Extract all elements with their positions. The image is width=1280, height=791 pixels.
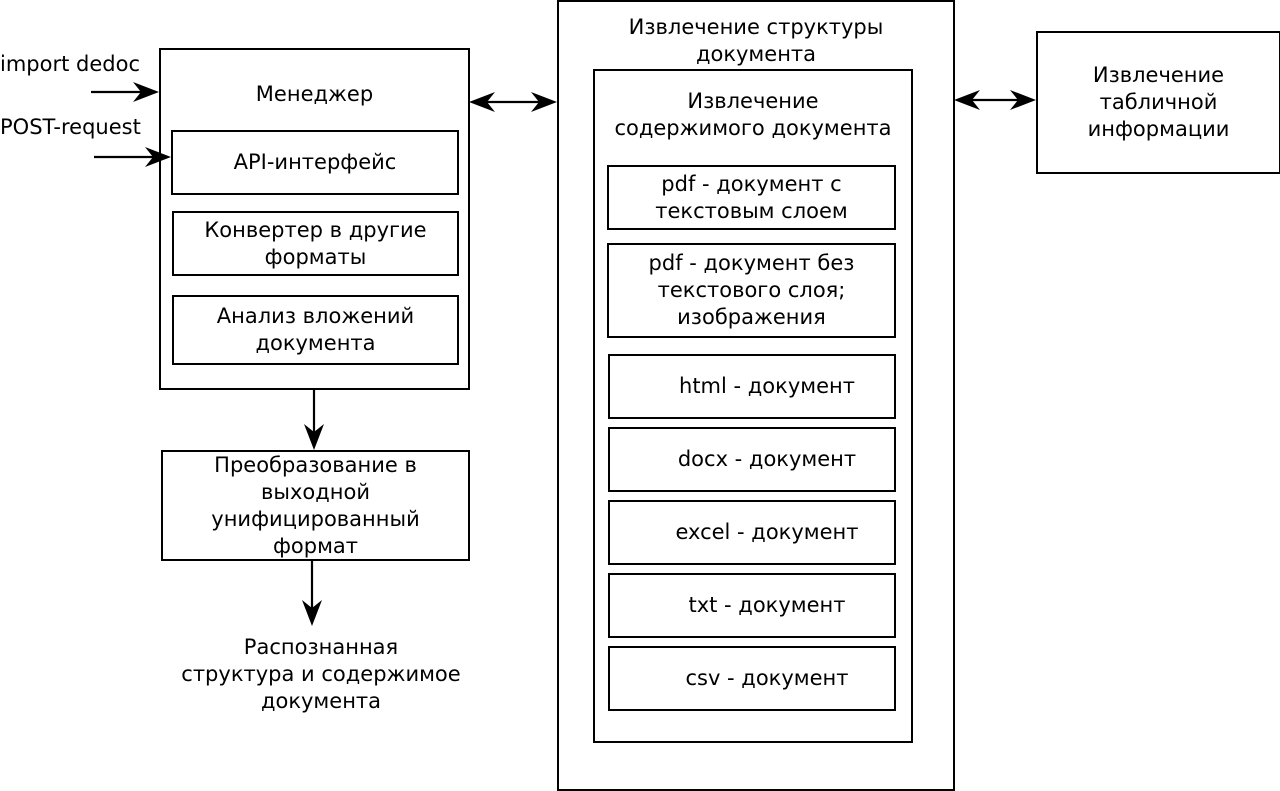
content-extraction-title: Извлечение содержимого документа — [614, 89, 892, 140]
doc-type-txt: txt - документ — [608, 573, 896, 638]
table-extraction-label: Извлечение табличной информации — [1087, 63, 1230, 141]
transform-box: Преобразование в выходной унифицированны… — [161, 450, 470, 561]
doc-type-label: csv - документ — [685, 666, 849, 690]
doc-type-label: excel - документ — [675, 520, 859, 544]
arrowhead — [302, 600, 322, 626]
arrowhead — [1010, 90, 1036, 110]
arrowhead — [304, 424, 324, 450]
doc-type-label: docx - документ — [677, 447, 857, 471]
api-interface-box: API-интерфейс — [171, 130, 459, 195]
doc-type-html: html - документ — [608, 354, 896, 419]
doc-type-csv: csv - документ — [608, 646, 896, 711]
doc-type-label: pdf - документ с текстовым слоем — [655, 171, 848, 223]
doc-type-label: txt - документ — [688, 593, 846, 617]
arrowhead — [531, 92, 557, 112]
import-dedoc-label: import dedoc — [0, 52, 140, 76]
api-interface-label: API-интерфейс — [233, 150, 397, 174]
arrowhead — [954, 90, 980, 110]
transform-label: Преобразование в выходной унифицированны… — [211, 452, 420, 558]
doc-type-pdf-image: pdf - документ без текстового слоя; изоб… — [607, 243, 896, 338]
table-extraction-box: Извлечение табличной информации — [1036, 31, 1280, 174]
doc-type-label: html - документ — [679, 374, 855, 398]
attachments-analysis-box: Анализ вложений документа — [172, 295, 459, 365]
doc-type-excel: excel - документ — [608, 500, 896, 565]
converter-box: Конвертер в другие форматы — [172, 211, 459, 276]
doc-type-docx: docx - документ — [608, 427, 896, 492]
doc-type-pdf-text: pdf - документ с текстовым слоем — [607, 165, 896, 230]
attachments-analysis-label: Анализ вложений документа — [216, 304, 415, 355]
arrowhead — [133, 82, 159, 102]
structure-extraction-title: Извлечение структуры документа — [628, 15, 884, 66]
arrowhead — [469, 92, 495, 112]
manager-title: Менеджер — [255, 82, 374, 106]
converter-label: Конвертер в другие форматы — [204, 217, 427, 269]
result-label: Распознанная структура и содержимое доку… — [181, 635, 461, 713]
doc-type-label: pdf - документ без текстового слоя; изоб… — [648, 251, 855, 329]
post-request-label: POST-request — [0, 115, 141, 139]
